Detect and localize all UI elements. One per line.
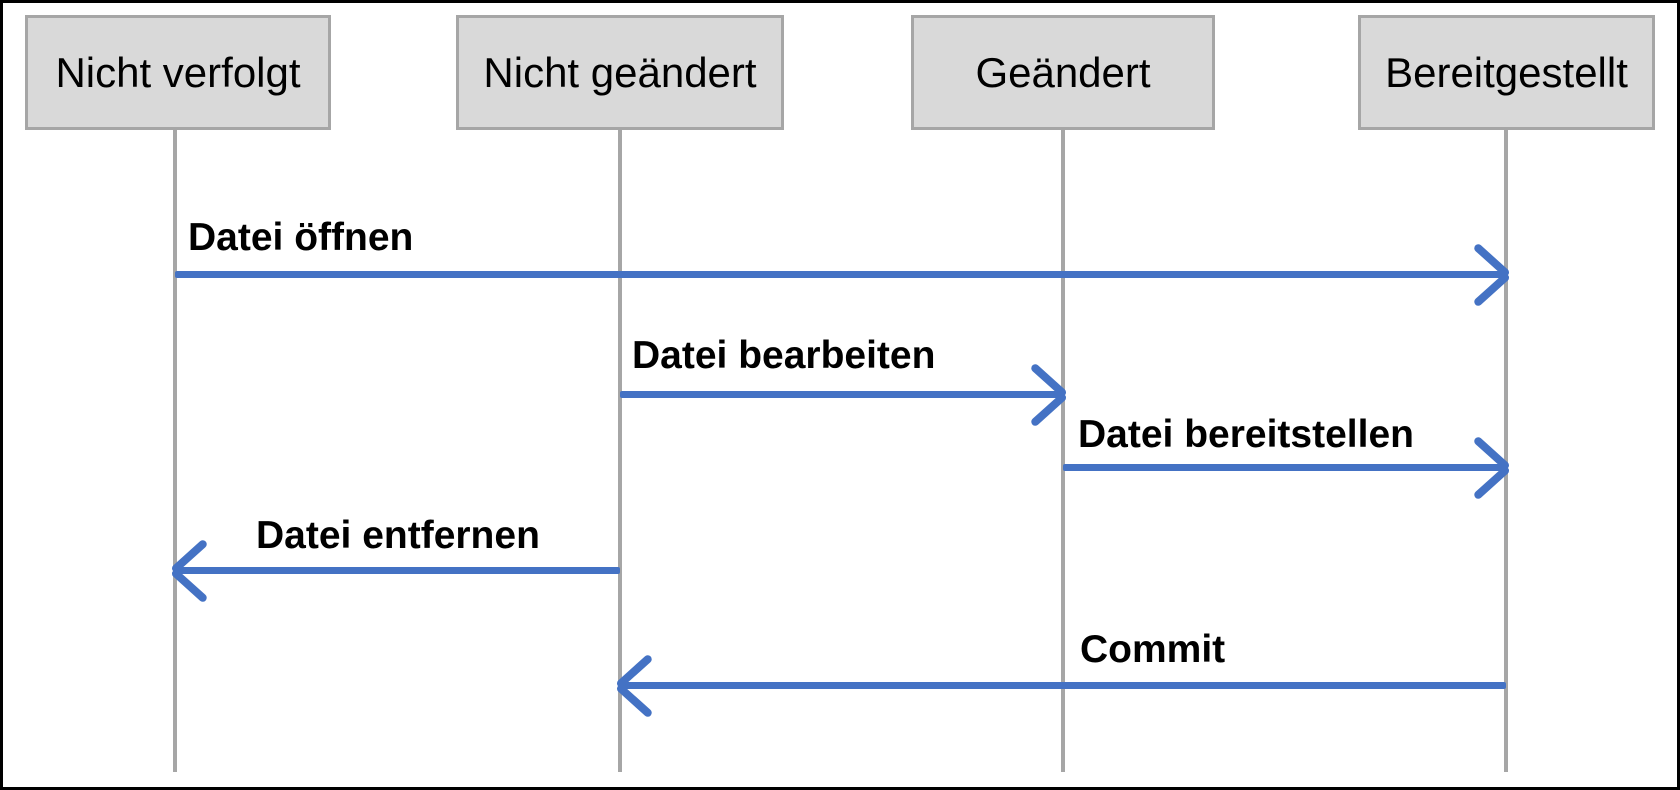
arrow-label-datei-bearbeiten: Datei bearbeiten xyxy=(632,334,936,377)
arrow-label-datei-oeffnen: Datei öffnen xyxy=(188,216,414,259)
state-box-geaendert: Geändert xyxy=(911,15,1215,130)
arrow-datei-entfernen xyxy=(175,567,620,574)
state-box-nicht-geaendert: Nicht geändert xyxy=(456,15,784,130)
arrow-datei-oeffnen xyxy=(175,271,1506,278)
arrow-commit xyxy=(620,682,1506,689)
arrow-datei-bearbeiten xyxy=(620,391,1063,398)
arrow-datei-bereitstellen xyxy=(1063,464,1506,471)
state-box-bereitgestellt: Bereitgestellt xyxy=(1358,15,1655,130)
lifeline-bereitgestellt xyxy=(1504,129,1508,772)
arrow-label-datei-entfernen: Datei entfernen xyxy=(256,514,540,557)
arrow-label-commit: Commit xyxy=(1080,628,1226,671)
lifeline-geaendert xyxy=(1061,129,1065,772)
lifeline-nicht-verfolgt xyxy=(173,129,177,772)
arrow-label-datei-bereitstellen: Datei bereitstellen xyxy=(1078,413,1414,456)
lifeline-nicht-geaendert xyxy=(618,129,622,772)
state-box-nicht-verfolgt: Nicht verfolgt xyxy=(25,15,331,130)
